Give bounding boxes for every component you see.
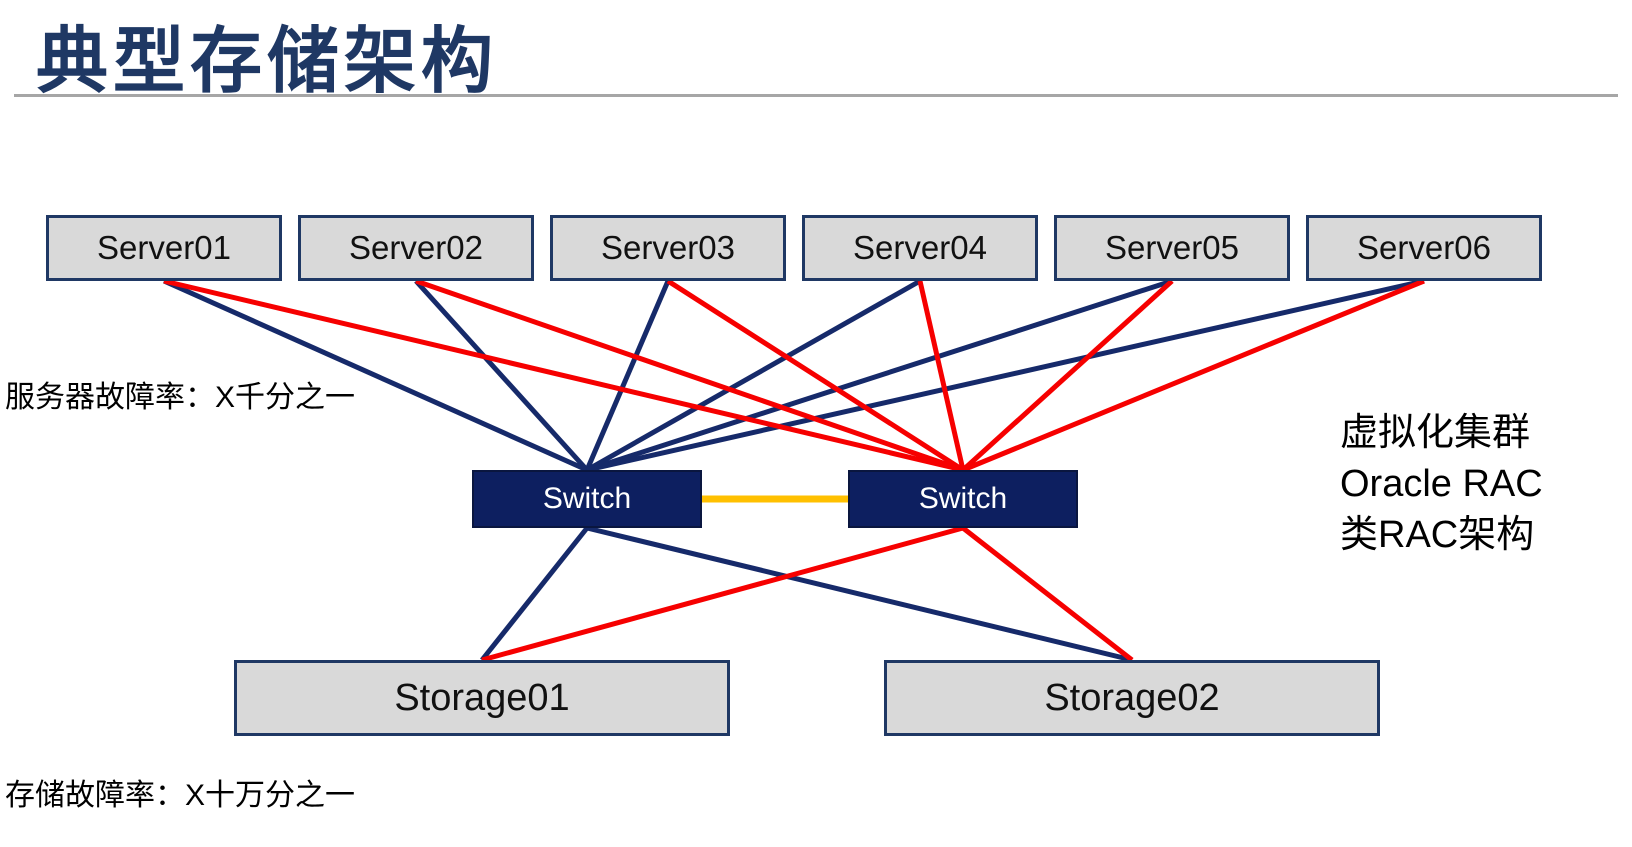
edge-server02-switch01 [414, 279, 589, 472]
cluster-side-note: 虚拟化集群 Oracle RAC 类RAC架构 [1340, 408, 1543, 561]
edge-server06-switch02 [962, 278, 1425, 473]
node-server01: Server01 [46, 215, 282, 281]
slide-title: 典型存储架构 [36, 22, 499, 102]
storage01-label: Storage01 [394, 676, 570, 719]
storage-failure-rate-note: 存储故障率：X十万分之一 [5, 779, 356, 812]
edge-server01-switch02 [163, 278, 964, 473]
node-switch-right: Switch [848, 470, 1078, 528]
edge-server01-switch01 [162, 278, 589, 473]
edge-server04-switch02 [917, 280, 966, 471]
server04-label: Server04 [853, 229, 987, 266]
edge-server05-switch02 [961, 279, 1174, 472]
edge-server02-switch02 [415, 278, 964, 473]
side-note-line3: 类RAC架构 [1340, 514, 1535, 556]
edge-switch02-storage02 [961, 526, 1134, 662]
node-server03: Server03 [550, 215, 786, 281]
server03-label: Server03 [601, 229, 735, 266]
node-server06: Server06 [1306, 215, 1542, 281]
side-note-line2: Oracle RAC [1340, 463, 1543, 505]
storage02-label: Storage02 [1044, 676, 1220, 719]
side-note-line1: 虚拟化集群 [1340, 412, 1531, 454]
edge-server04-switch01 [585, 278, 922, 473]
edge-switch01-storage01 [480, 526, 589, 662]
server02-label: Server02 [349, 229, 483, 266]
node-storage01: Storage01 [234, 660, 730, 736]
node-server05: Server05 [1054, 215, 1290, 281]
edge-switch01-storage02 [586, 525, 1133, 663]
node-server04: Server04 [802, 215, 1038, 281]
node-switch-left: Switch [472, 470, 702, 528]
switch-right-label: Switch [918, 482, 1008, 515]
edge-server05-switch01 [586, 278, 1173, 473]
server-failure-rate-note: 服务器故障率：X千分之一 [5, 381, 356, 414]
node-storage02: Storage02 [884, 660, 1380, 736]
server06-label: Server06 [1357, 229, 1491, 266]
edge-switch02-storage01 [481, 525, 964, 663]
server01-label: Server01 [97, 229, 231, 266]
edge-server03-switch01 [584, 280, 671, 471]
title-divider [14, 94, 1618, 97]
edge-server03-switch02 [666, 278, 965, 473]
node-server02: Server02 [298, 215, 534, 281]
switch-left-label: Switch [542, 482, 632, 515]
server05-label: Server05 [1105, 229, 1239, 266]
edge-server06-switch01 [586, 278, 1425, 473]
